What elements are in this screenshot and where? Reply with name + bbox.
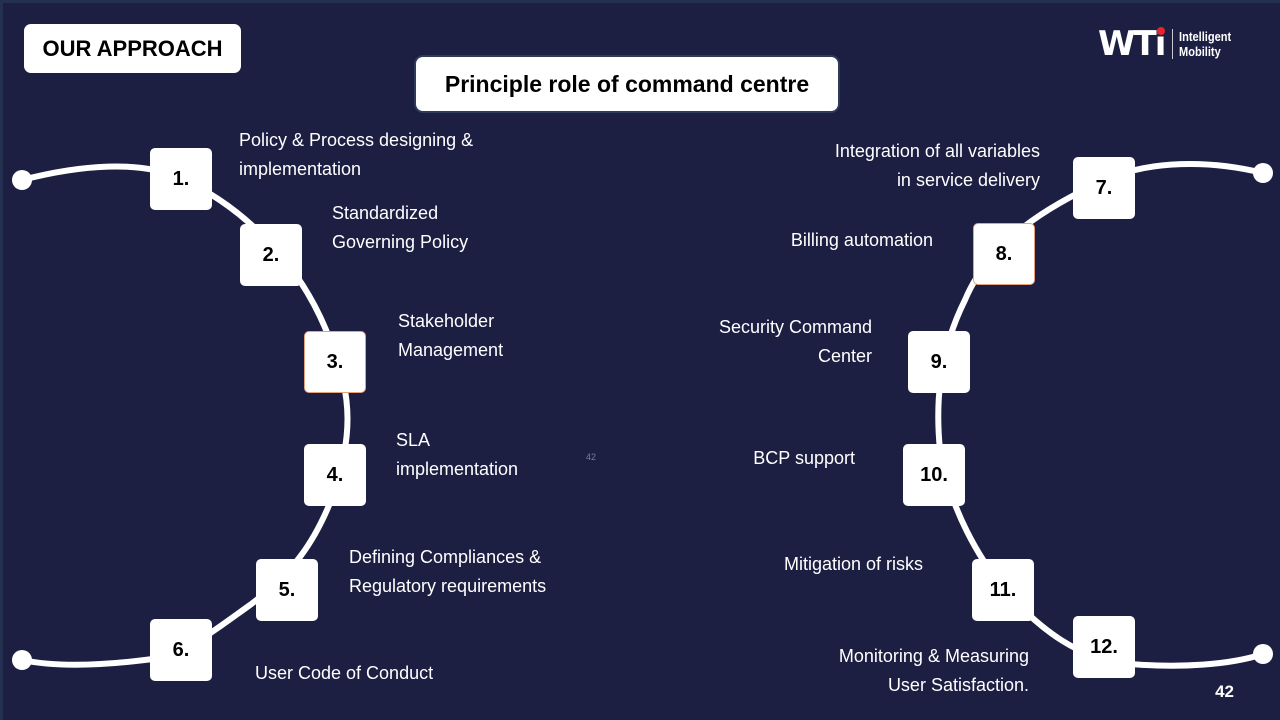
faint-page-number: 42 (586, 452, 597, 462)
step-label-7: Integration of all variables in service … (834, 141, 1040, 190)
step-label-5: Defining Compliances & Regulatory requir… (349, 547, 547, 596)
logo-tagline-line2: Mobility (1179, 44, 1222, 59)
left-arc-end-dot (12, 650, 32, 670)
step-node-7: 7. (1073, 157, 1135, 219)
right-arc-end-dot (1253, 644, 1273, 664)
step-node-2: 2. (240, 224, 302, 286)
step-node-6: 6. (150, 619, 212, 681)
step-label-3: Stakeholder Management (398, 311, 504, 360)
right-arc-start-dot (1253, 163, 1273, 183)
logo-tagline: Intelligent Mobility (1179, 29, 1231, 59)
left-arc-start-dot (12, 170, 32, 190)
step-node-8: 8. (973, 223, 1035, 285)
step-node-9: 9. (908, 331, 970, 393)
step-label-12: Monitoring & Measuring User Satisfaction… (838, 646, 1029, 695)
step-label-8: Billing automation (790, 230, 933, 250)
step-label-6: User Code of Conduct (255, 663, 434, 683)
step-node-11: 11. (972, 559, 1034, 621)
page-number: 42 (1215, 682, 1234, 701)
logo-mark-text: WTi (1098, 24, 1166, 64)
step-node-5: 5. (256, 559, 318, 621)
company-logo: WTi Intelligent Mobility (1098, 24, 1241, 64)
step-label-10: BCP support (753, 448, 855, 468)
step-label-2: Standardized Governing Policy (332, 203, 469, 252)
logo-separator (1172, 29, 1174, 59)
step-node-12: 12. (1073, 616, 1135, 678)
logo-mark: WTi (1098, 24, 1166, 64)
step-node-4: 4. (304, 444, 366, 506)
section-badge: OUR APPROACH (24, 24, 241, 73)
step-label-4: SLA implementation (396, 430, 519, 479)
step-label-11: Mitigation of risks (783, 554, 923, 574)
logo-dot-icon (1157, 27, 1166, 35)
step-node-1: 1. (150, 148, 212, 210)
step-node-3: 3. (304, 331, 366, 393)
step-label-9: Security Command Center (718, 317, 872, 366)
logo-tagline-line1: Intelligent (1179, 29, 1232, 44)
step-label-1: Policy & Process designing & implementat… (239, 130, 474, 179)
slide-title: Principle role of command centre (416, 57, 838, 111)
step-node-10: 10. (903, 444, 965, 506)
